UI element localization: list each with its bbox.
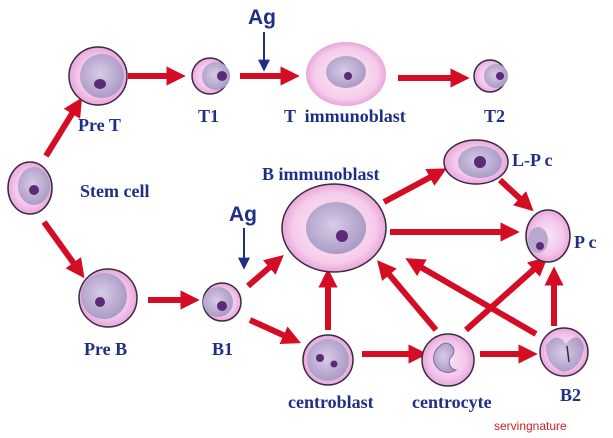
label-ag-top: Ag (248, 6, 276, 29)
label-pc: P c (574, 232, 597, 252)
label-lpc: L-P c (512, 150, 553, 170)
b-immunoblast-cell (281, 183, 387, 273)
label-b2: B2 (560, 385, 581, 405)
label-t2: T2 (484, 106, 505, 126)
t2-cell (473, 59, 508, 93)
t1-cell (191, 57, 230, 95)
label-ag-b1: Ag (229, 203, 257, 226)
b2-cell (539, 327, 589, 377)
label-centroblast: centroblast (288, 392, 374, 412)
label-pre-b: Pre B (84, 339, 127, 359)
arrow-stem-to-preb (41, 220, 85, 279)
label-t1: T1 (198, 106, 219, 126)
arrow-lpc-to-pc (497, 177, 534, 212)
label-b1: B1 (212, 339, 233, 359)
label-centrocyte: centrocyte (412, 392, 492, 412)
label-stem-cell: Stem cell (80, 181, 149, 201)
arrow-centrocyte-to-bimmunoblast (377, 260, 439, 332)
arrow-b1-to-bimmunoblast (246, 254, 284, 289)
centroblast-cell (302, 334, 354, 386)
lineage-arrows (41, 66, 564, 364)
pre-t-cell (68, 46, 128, 106)
arrow-stem-to-pret (43, 97, 83, 158)
watermark: servingnature (494, 419, 567, 433)
centrocyte-cell (421, 333, 475, 387)
pc-cell (525, 209, 571, 263)
label-t-immunoblast: T immunoblast (284, 106, 406, 126)
arrow-b2-to-bimmunoblast (405, 258, 538, 337)
stem-cell (7, 161, 53, 215)
t-immunoblast-cell (306, 42, 386, 106)
arrow-b1-to-centroblast (248, 317, 301, 344)
lpc-cell (443, 139, 509, 185)
b1-cell (202, 282, 242, 322)
label-pre-t: Pre T (78, 115, 121, 135)
arrow-bimmunoblast-to-lpc (382, 168, 447, 205)
pre-b-cell (78, 268, 138, 328)
arrow-centrocyte-to-pc (463, 256, 548, 333)
label-b-immunoblast: B immunoblast (262, 164, 380, 184)
